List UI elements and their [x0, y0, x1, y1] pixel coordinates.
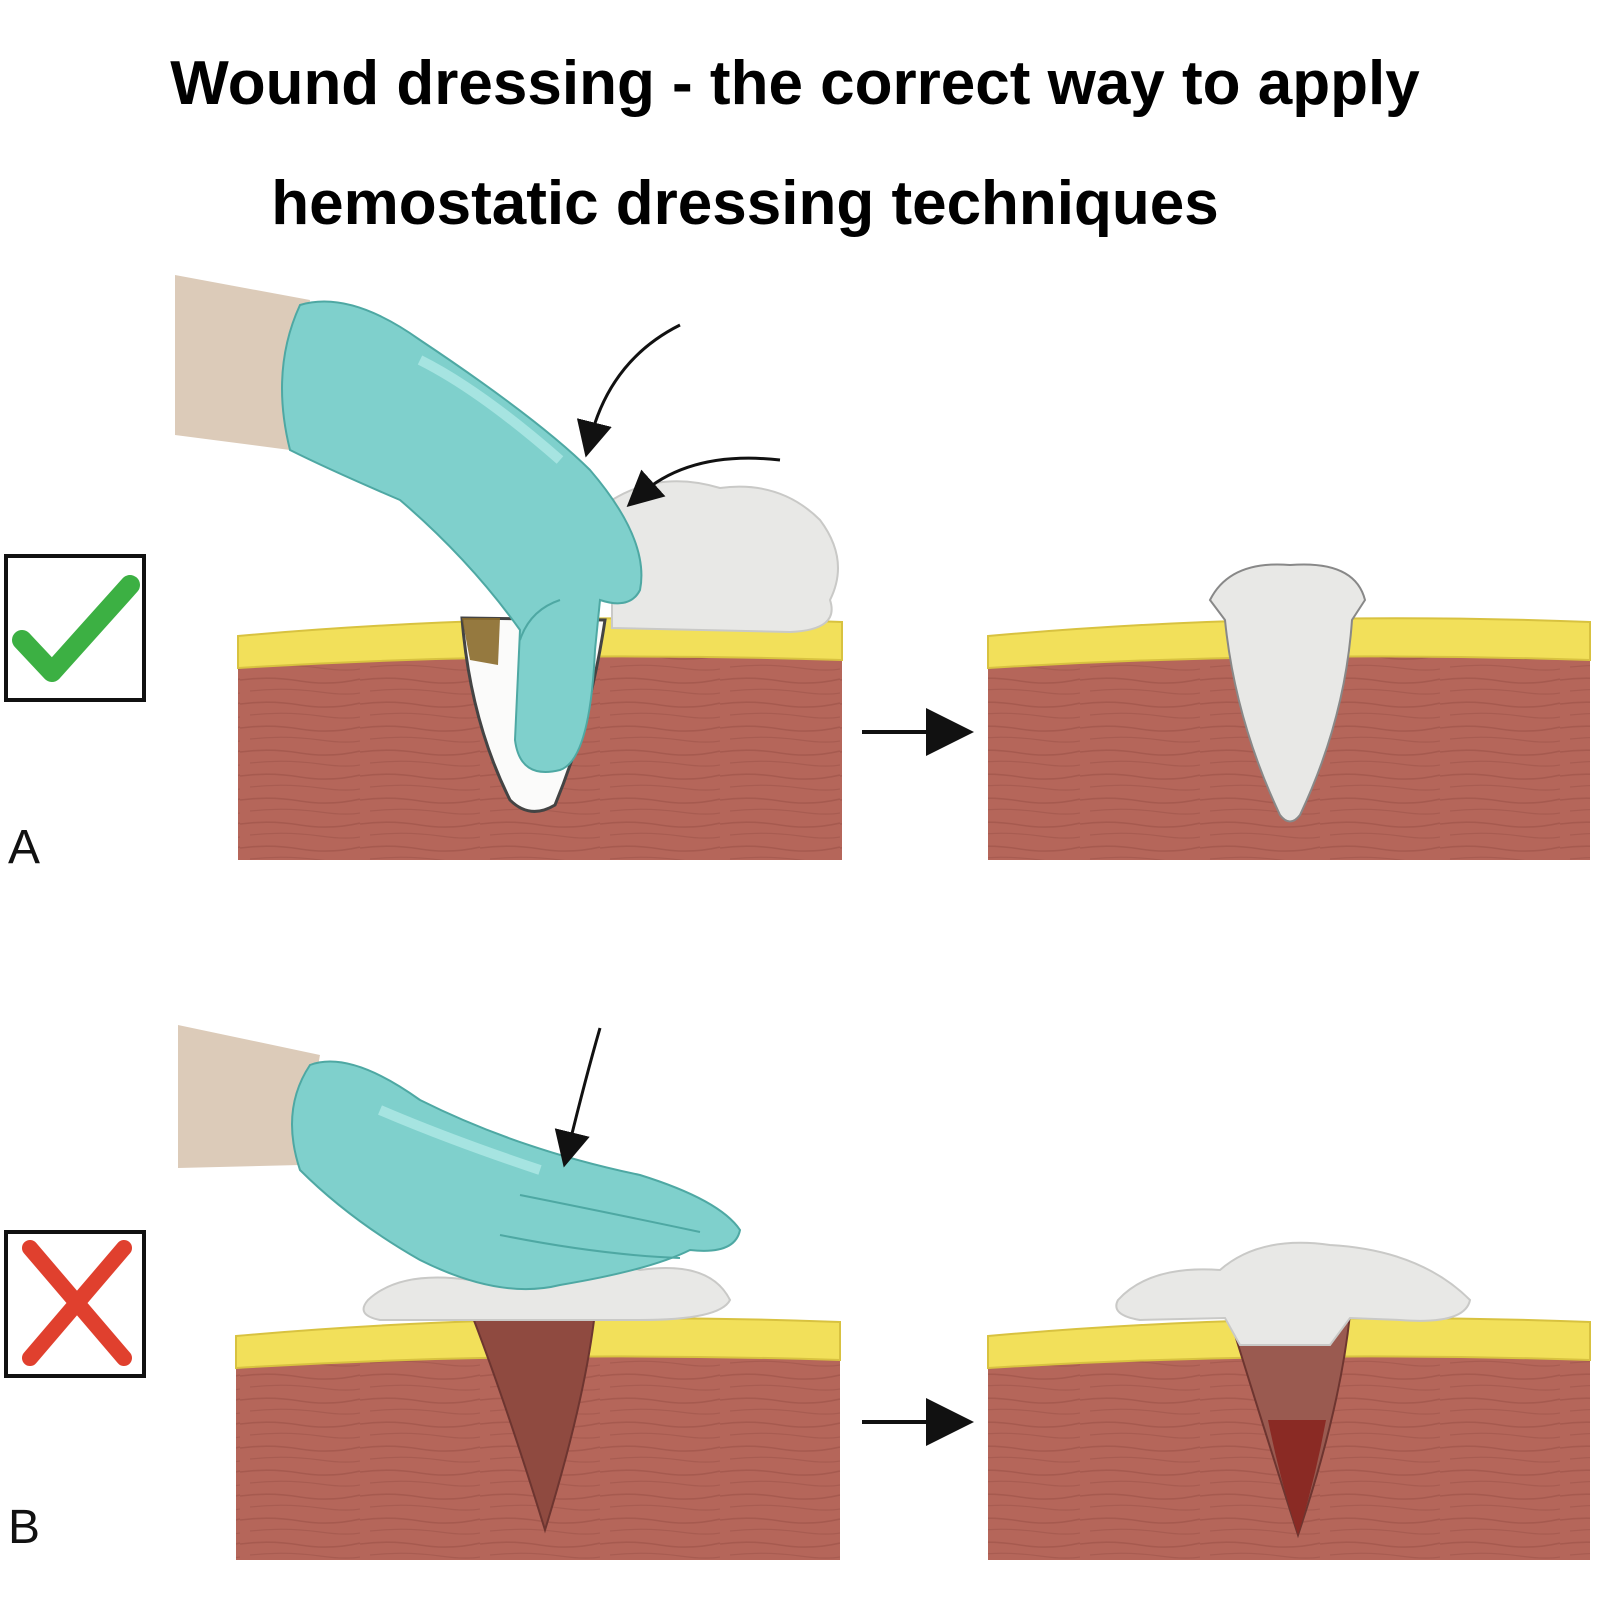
tissue-block-a-right: [987, 563, 1591, 860]
panel-letter-a: A: [8, 821, 41, 874]
gloved-hand-b: [178, 1025, 742, 1291]
unpacked-wound-b: [468, 1308, 597, 1534]
pooled-blood-b: [1268, 1420, 1326, 1535]
press-arrow-a1: [576, 323, 681, 458]
tissue-block-b-left: [235, 1261, 841, 1560]
press-arrow-b: [554, 1027, 602, 1168]
gauze-pad-b: [362, 1261, 732, 1321]
press-arrow-a2: [626, 456, 781, 508]
panel-b: [4, 1025, 1591, 1560]
gauze-roll-a: [611, 480, 839, 634]
cross-icon: [22, 1240, 132, 1366]
gloved-hand-a: [175, 275, 643, 773]
panel-a: [4, 275, 1591, 860]
title-line-2: hemostatic dressing techniques: [271, 169, 1219, 238]
packed-gauze-a-result: [1208, 563, 1367, 823]
tissue-block-b-right: [987, 1241, 1591, 1560]
gauze-pad-b-result: [1115, 1241, 1472, 1346]
check-icon: [12, 575, 140, 682]
panel-letter-b: B: [8, 1501, 41, 1554]
title-line-1: Wound dressing - the correct way to appl…: [170, 49, 1420, 118]
status-box-a: [4, 554, 146, 702]
